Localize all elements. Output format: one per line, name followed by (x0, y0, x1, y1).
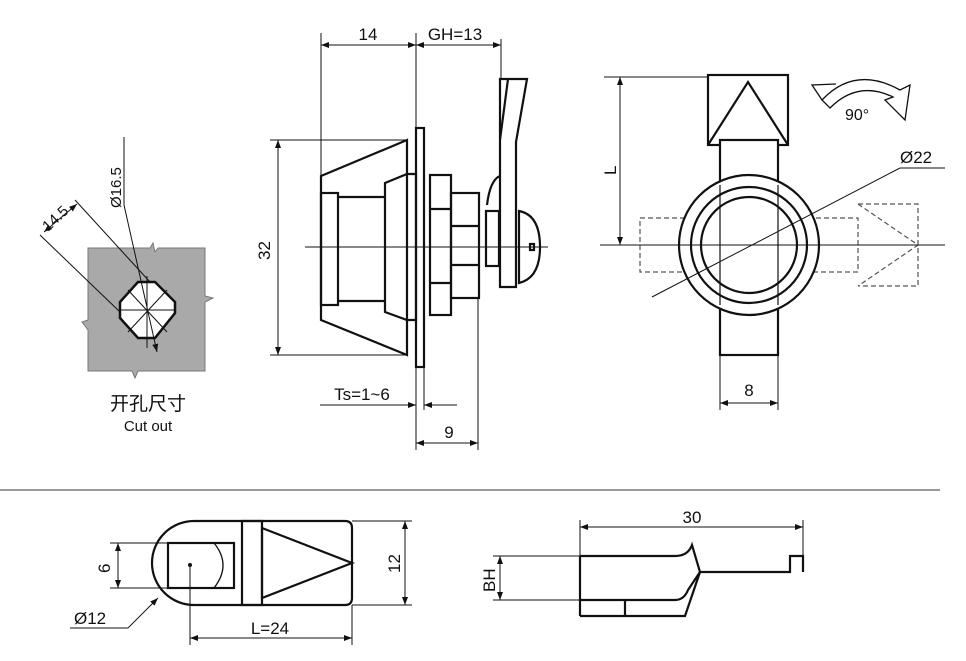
cam-width-dim: 12 (385, 554, 404, 573)
profile-length-dim: 30 (683, 508, 702, 527)
cutout-view: 14.5 Ø16.5 开孔尺寸 Cut out (39, 137, 215, 435)
diameter-dim: Ø22 (900, 148, 932, 167)
cutout-width-dim: 14.5 (39, 203, 72, 235)
length-dim: L (601, 166, 620, 175)
grip-height-dim: GH=13 (428, 25, 482, 44)
cam-length-dim: L=24 (251, 619, 289, 638)
cutout-label-en: Cut out (124, 418, 173, 435)
square-size-dim: 6 (95, 564, 114, 573)
rotation-dim: 90° (845, 107, 869, 124)
thread-length-dim: 9 (444, 423, 453, 442)
cam-profile-view: 30 BH (480, 508, 805, 618)
cutout-label-cn: 开孔尺寸 (110, 393, 186, 415)
height-dim: 32 (255, 241, 274, 260)
front-length-dim: 14 (359, 25, 378, 44)
bend-height-dim: BH (480, 568, 499, 592)
side-view: 14 GH=13 32 Ts=1~6 9 (255, 25, 548, 450)
rear-view: 90° Ø22 L 8 (600, 73, 945, 410)
panel-thickness-dim: Ts=1~6 (334, 385, 390, 404)
cam-top-view: 6 12 Ø12 L=24 (70, 519, 412, 645)
tab-width-dim: 8 (744, 381, 753, 400)
cutout-diameter-dim: Ø16.5 (108, 167, 125, 208)
rotation-arrow-icon (810, 78, 911, 122)
cam-diameter-dim: Ø12 (74, 609, 106, 628)
